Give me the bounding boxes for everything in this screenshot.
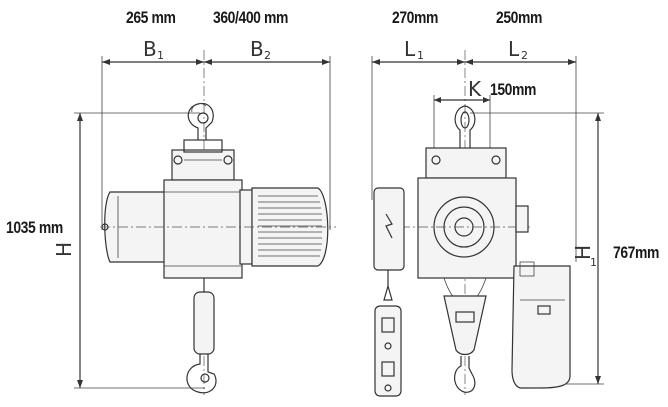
l2-dimension-value: 250mm xyxy=(496,8,543,27)
h-symbol: H xyxy=(52,242,76,257)
l2-subscript: 2 xyxy=(521,49,528,62)
h1-dimension-value: 767mm xyxy=(613,243,660,262)
l1-dimension-value: 270mm xyxy=(392,8,439,27)
l2-symbol: L xyxy=(508,37,520,61)
b2-dimension-value: 360/400 mm xyxy=(213,8,288,27)
height-dimension-value: 1035 mm xyxy=(6,218,63,237)
k-dimension-value: 150mm xyxy=(490,80,537,99)
side-view: L 1 L 2 K H 1 xyxy=(371,37,604,397)
b1-symbol: B xyxy=(143,37,157,61)
h1-subscript: 1 xyxy=(590,256,597,269)
b1-dimension-value: 265 mm xyxy=(126,8,176,27)
b1-subscript: 1 xyxy=(157,49,164,62)
b2-symbol: B xyxy=(250,37,264,61)
front-view: B 1 B 2 H xyxy=(52,37,336,395)
h1-symbol: H xyxy=(571,245,595,260)
l1-symbol: L xyxy=(404,37,416,61)
b2-subscript: 2 xyxy=(264,49,271,62)
k-symbol: K xyxy=(468,77,482,101)
l1-subscript: 1 xyxy=(417,49,424,62)
